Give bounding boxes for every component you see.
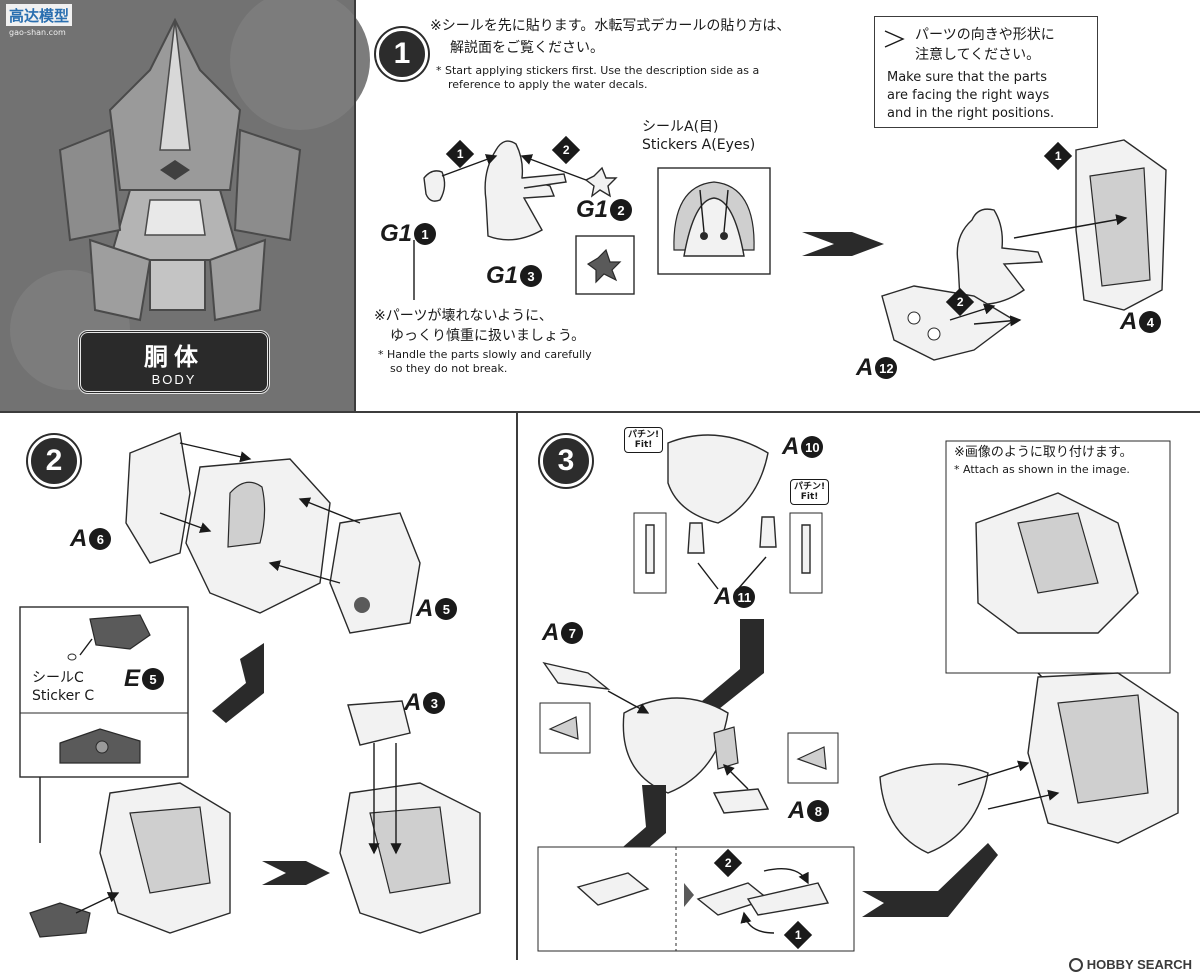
- step-1-note-jp-1: ※シールを先に貼ります。水転写式デカールの貼り方は、: [430, 18, 791, 34]
- step-1-diagram: [413, 139, 1167, 361]
- step-2-panel: 2: [0, 412, 517, 960]
- step-3-note-en: * Attach as shown in the image.: [954, 463, 1130, 476]
- step-1-note-en-2: reference to apply the water decals.: [448, 78, 648, 91]
- watermark-logo: 高达模型 gao-shan.com: [6, 4, 72, 38]
- step-1-note-en-1: * Start applying stickers first. Use the…: [436, 64, 760, 77]
- site-credit-text: HOBBY SEARCH: [1086, 957, 1192, 972]
- arrow-icon: [884, 30, 905, 48]
- warn-en-1: * Handle the parts slowly and carefully: [378, 348, 592, 361]
- callout-en-2: are facing the right ways: [887, 88, 1050, 103]
- hobby-search-icon: [1068, 957, 1083, 972]
- step-3-note-jp: ※画像のように取り付けます。: [954, 445, 1133, 460]
- watermark-site-text: gao-shan.com: [9, 28, 66, 37]
- callout-en-1: Make sure that the parts: [887, 70, 1048, 85]
- step-3-diagram: [537, 434, 1179, 952]
- step-3-panel: 3: [517, 412, 1200, 960]
- step-1-badge: 1: [376, 28, 428, 80]
- fit-badge-top: パチン!Fit!: [624, 427, 664, 453]
- section-title-jp: 胴体: [144, 342, 204, 371]
- section-title-plate: 胴体 BODY: [78, 330, 270, 394]
- section-title-en: BODY: [151, 372, 197, 387]
- warn-en-2: so they do not break.: [390, 362, 508, 375]
- warn-jp-1: ※パーツが壊れないように、: [374, 308, 553, 324]
- step-2-diagram: [19, 432, 481, 938]
- sticker-c-label-en: Sticker C: [32, 688, 95, 704]
- step-1-orientation-callout: パーツの向きや形状に 注意してください。 Make sure that the …: [874, 16, 1098, 128]
- watermark-logo-text: 高达模型: [9, 7, 69, 25]
- callout-jp-1: パーツの向きや形状に: [915, 27, 1055, 43]
- sticker-a-label-en: Stickers A(Eyes): [642, 137, 756, 153]
- callout-en-3: and in the right positions.: [887, 106, 1055, 121]
- sticker-c-label-jp: シールC: [32, 670, 84, 686]
- warn-jp-2: ゆっくり慎重に扱いましょう。: [390, 328, 586, 344]
- step-1-panel: 1 ※シールを先に貼ります。水転写式デカールの貼り方は、 解説面をご覧ください。…: [354, 0, 1200, 412]
- hero-robot-illustration: [0, 0, 370, 412]
- fit-badge-right: パチン!Fit!: [790, 479, 830, 505]
- site-credit: HOBBY SEARCH: [1068, 957, 1192, 972]
- callout-jp-2: 注意してください。: [915, 47, 1041, 63]
- step-2-badge: 2: [28, 435, 80, 487]
- step-3-badge: 3: [540, 435, 592, 487]
- sticker-a-label-jp: シールA(目): [642, 119, 719, 135]
- divider-vertical: [354, 0, 356, 412]
- hero-panel: 高达模型 gao-shan.com 胴体 BODY: [0, 0, 370, 412]
- step-1-note-jp-2: 解説面をご覧ください。: [450, 40, 604, 56]
- watermark-logo-graphic: 高达模型 gao-shan.com: [6, 4, 72, 37]
